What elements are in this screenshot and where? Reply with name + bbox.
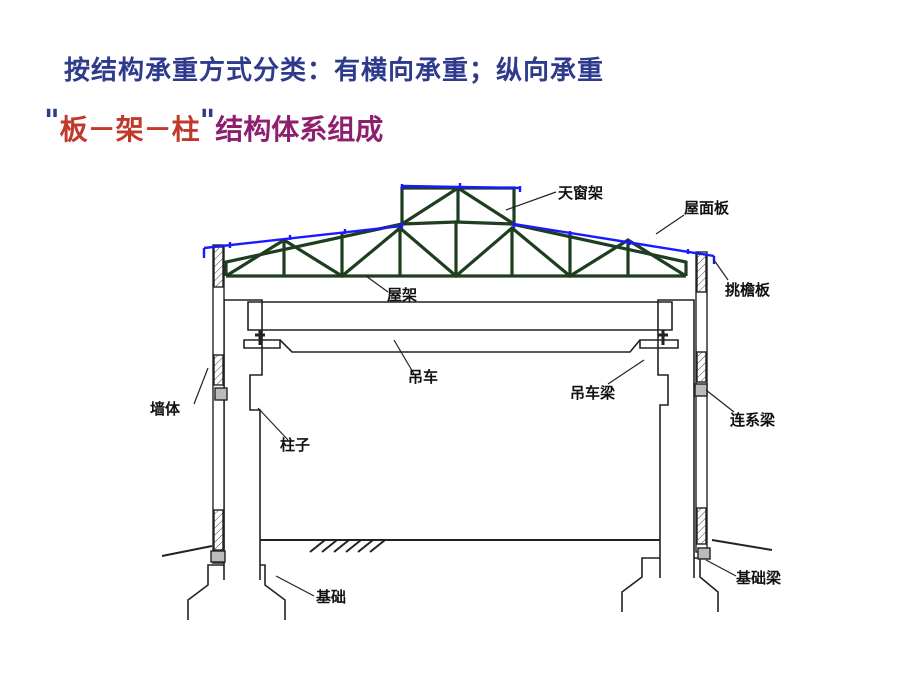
left-column [223, 299, 263, 580]
heading-purple-text: 结构体系组成 [215, 113, 384, 146]
ground [161, 539, 773, 557]
quote-open: " [44, 104, 60, 139]
right-wall [694, 251, 711, 560]
label-wall: 墙体 [150, 400, 181, 418]
label-foundation: 基础 [315, 588, 346, 606]
label-skylight-frame: 天窗架 [558, 184, 603, 202]
skylight-frame [400, 186, 516, 226]
quote-close: " [199, 104, 216, 139]
roof-panels [202, 183, 716, 264]
label-column: 柱子 [280, 436, 310, 454]
left-wall [210, 244, 228, 564]
heading-line-1: 按结构承重方式分类：有横向承重；纵向承重 [64, 56, 605, 86]
heading-red-text: 板－架－柱 [59, 113, 200, 146]
leader-lines [193, 191, 737, 597]
label-tie-beam: 连系梁 [730, 411, 776, 429]
label-roof-panel: 屋面板 [684, 199, 730, 217]
label-crane: 吊车 [408, 368, 438, 386]
label-crane-beam: 吊车梁 [570, 384, 616, 402]
label-foundation-beam: 基础梁 [735, 569, 782, 587]
right-column [657, 299, 695, 578]
label-roof-truss: 屋架 [387, 286, 417, 304]
crane [243, 301, 679, 353]
heading-line-2: "板－架－柱"结构体系组成 [44, 104, 383, 148]
label-eaves-panel: 挑檐板 [725, 281, 771, 299]
roof-truss [224, 220, 688, 279]
